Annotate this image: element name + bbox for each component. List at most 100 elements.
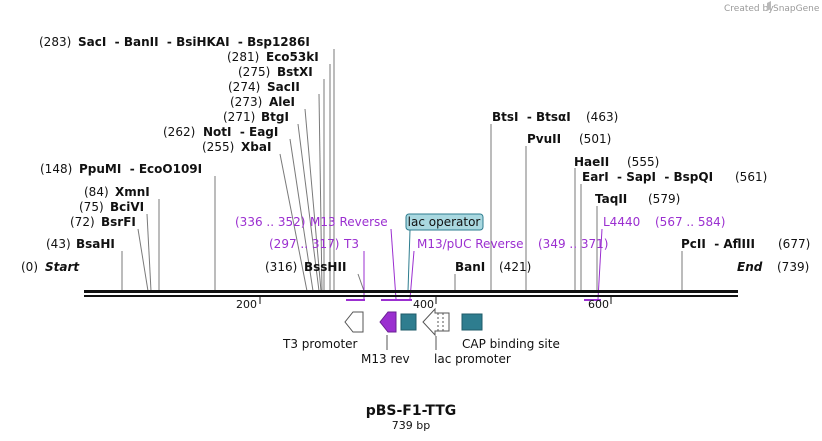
feature-cap-binding-site[interactable] [461, 313, 483, 331]
enzyme-name: BssHII [304, 260, 346, 274]
tick-label: 600 [588, 298, 609, 311]
snapgene-logo-icon [767, 1, 771, 11]
enzyme-bstxi[interactable]: (275) BstXI [238, 65, 313, 79]
primer-name: M13 Reverse [310, 215, 388, 229]
enzyme-position: (273) [230, 95, 262, 109]
feature-t3-promoter[interactable] [344, 311, 364, 333]
enzyme-name: HaeII [574, 155, 609, 169]
enzyme-name: PpuMI - EcoO109I [79, 162, 202, 176]
enzyme-pvuii[interactable]: PvuII (501) [527, 132, 611, 146]
credit-prefix: Created by [724, 4, 774, 14]
enzyme-position: (579) [648, 192, 680, 206]
t3-promoter-label: T3 promoter [282, 337, 358, 351]
enzyme-position: (75) [79, 200, 104, 214]
enzyme-position: (72) [70, 215, 95, 229]
enzyme-haeii[interactable]: HaeII (555) [574, 155, 659, 169]
primer-m13-puc-reverse[interactable]: M13/pUC Reverse (349 .. 371) [409, 237, 608, 300]
enzyme-position: (561) [735, 170, 767, 184]
enzyme-name: BciVI [110, 200, 144, 214]
enzyme-name: EarI - SapI - BspQI [582, 170, 713, 184]
enzyme-name: XbaI [241, 140, 271, 154]
enzyme-position: (283) [39, 35, 71, 49]
primer-name: L4440 [603, 215, 640, 229]
enzyme-eari[interactable]: EarI - SapI - BspQI (561) [582, 170, 767, 184]
enzyme-name: XmnI [115, 185, 150, 199]
enzyme-pcii[interactable]: PcII - AflIII (677) [681, 237, 810, 251]
enzyme-bcivi[interactable]: (75) BciVI [79, 200, 144, 214]
enzyme-xmni[interactable]: (84) XmnI [84, 185, 150, 199]
enzyme-position: (148) [40, 162, 72, 176]
primer-name: T3 [343, 237, 359, 251]
enzyme-position: (84) [84, 185, 109, 199]
enzyme-name: BsaHI [76, 237, 115, 251]
enzyme-bsrfi[interactable]: (72) BsrFI [70, 215, 136, 229]
enzyme-name: TaqII [595, 192, 627, 206]
lac-promoter-label: lac promoter [434, 352, 511, 366]
enzyme-saci[interactable]: (283) SacI - BanII - BsiHKAI - Bsp1286I [39, 35, 310, 49]
enzyme-name: BtgI [261, 110, 289, 124]
enzyme-eco53ki[interactable]: (281) Eco53kI [227, 50, 319, 64]
enzyme-name: Eco53kI [266, 50, 319, 64]
primer-m13-reverse[interactable]: (336 .. 352) M13 Reverse [235, 215, 397, 300]
enzyme-name: BsrFI [101, 215, 136, 229]
sequence-backbone [84, 290, 738, 297]
end-position: (739) [777, 260, 809, 274]
enzyme-position: (555) [627, 155, 659, 169]
ruler: 200 400 600 [236, 297, 612, 311]
feature-m13-rev[interactable] [379, 311, 397, 350]
enzyme-position: (274) [228, 80, 260, 94]
tick-label: 200 [236, 298, 257, 311]
start-position: (0) [21, 260, 38, 274]
enzyme-noti[interactable]: (262) NotI - EagI [163, 125, 278, 139]
end-label: End [737, 260, 763, 274]
enzyme-bani[interactable]: BanI (421) [455, 260, 531, 274]
primer-l4440[interactable]: L4440 (567 .. 584) [597, 215, 725, 300]
m13-rev-label: M13 rev [361, 352, 410, 366]
tick-label: 400 [413, 298, 434, 311]
enzyme-position: (255) [202, 140, 234, 154]
primer-range: (297 .. 317) [269, 237, 339, 251]
primer-range: (336 .. 352) [235, 215, 305, 229]
lac-operator-label: lac operator [408, 215, 481, 229]
leader-lines [121, 49, 683, 292]
enzyme-sacii[interactable]: (274) SacII [228, 80, 300, 94]
plasmid-title: pBS-F1-TTG [366, 403, 457, 419]
sequence-end: End (739) [737, 260, 809, 274]
sequence-start: (0) Start [21, 260, 80, 274]
primer-t3[interactable]: (297 .. 317) T3 [269, 237, 365, 299]
enzyme-name: SacI - BanII - BsiHKAI - Bsp1286I [78, 35, 310, 49]
enzyme-bsshii[interactable]: (316) BssHII [265, 260, 346, 274]
enzyme-btsi[interactable]: BtsI - BtsαI (463) [492, 110, 618, 124]
enzyme-position: (677) [778, 237, 810, 251]
enzyme-name: SacII [267, 80, 300, 94]
enzyme-name: BstXI [277, 65, 313, 79]
enzyme-position: (262) [163, 125, 195, 139]
cap-binding-site-label: CAP binding site [462, 337, 560, 351]
enzyme-ppumi[interactable]: (148) PpuMI - EcoO109I [40, 162, 202, 176]
enzyme-position: (316) [265, 260, 297, 274]
primer-range: (567 .. 584) [655, 215, 725, 229]
enzyme-xbai[interactable]: (255) XbaI [202, 140, 271, 154]
feature-lac-operator-box[interactable] [400, 313, 417, 331]
plasmid-length: 739 bp [392, 419, 430, 432]
enzyme-btgi[interactable]: (271) BtgI [223, 110, 289, 124]
enzyme-name: PcII - AflIII [681, 237, 755, 251]
credit-brand: SnapGene [773, 4, 820, 14]
primer-name: M13/pUC Reverse [417, 237, 524, 251]
enzyme-position: (43) [46, 237, 71, 251]
enzyme-name: BanI [455, 260, 485, 274]
enzyme-position: (275) [238, 65, 270, 79]
enzyme-alei[interactable]: (273) AleI [230, 95, 295, 109]
lac-operator-badge[interactable]: lac operator [405, 213, 484, 292]
enzyme-bsahi[interactable]: (43) BsaHI [46, 237, 115, 251]
feature-lac-promoter[interactable] [422, 307, 450, 350]
enzyme-name: BtsI - BtsαI [492, 110, 571, 124]
enzyme-position: (501) [579, 132, 611, 146]
enzyme-taqii[interactable]: TaqII (579) [595, 192, 680, 206]
enzyme-position: (281) [227, 50, 259, 64]
enzyme-position: (421) [499, 260, 531, 274]
enzyme-name: PvuII [527, 132, 561, 146]
primer-range: (349 .. 371) [538, 237, 608, 251]
start-label: Start [45, 260, 80, 274]
